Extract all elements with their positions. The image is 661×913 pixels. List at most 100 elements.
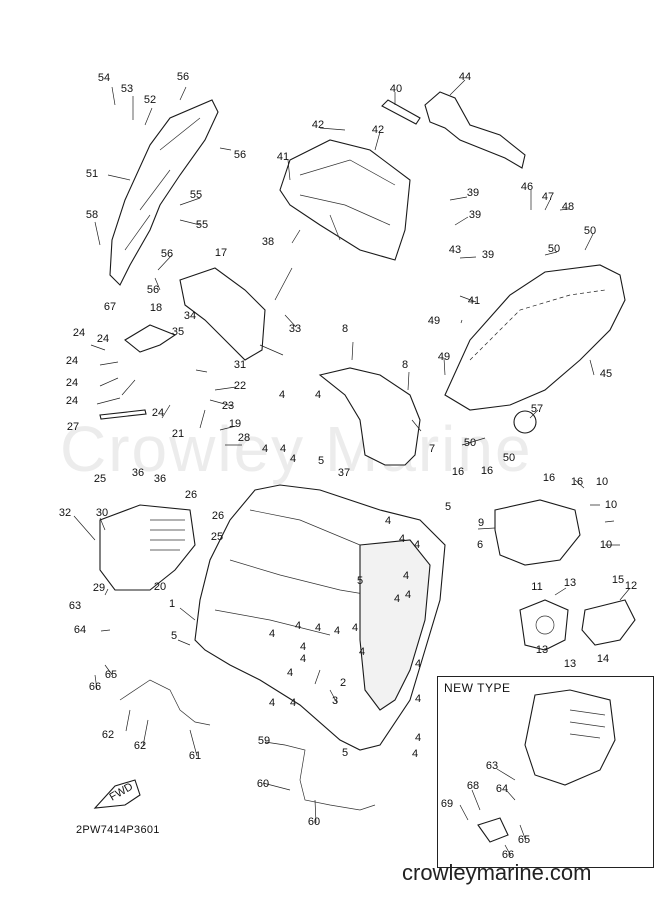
new-type-label: NEW TYPE: [444, 681, 511, 695]
part-callout-19: 19: [229, 418, 241, 430]
part-callout-1: 1: [169, 598, 175, 610]
part-3-inner-panel: [359, 539, 431, 711]
part-callout-51: 51: [86, 168, 98, 180]
part-callout-4: 4: [399, 533, 405, 545]
part-callout-4: 4: [405, 589, 411, 601]
part-callout-4: 4: [262, 443, 268, 455]
part-callout-4: 4: [352, 622, 358, 634]
part-callout-25: 25: [211, 531, 223, 543]
part-20-box: [99, 504, 196, 591]
part-callout-24: 24: [152, 407, 164, 419]
part-callout-64: 64: [74, 624, 86, 636]
part-callout-14: 14: [597, 653, 609, 665]
part-callout-52: 52: [144, 94, 156, 106]
part-callout-4: 4: [415, 732, 421, 744]
part-callout-42: 42: [312, 119, 324, 131]
part-callout-36: 36: [154, 473, 166, 485]
part-callout-4: 4: [290, 697, 296, 709]
part-callout-4: 4: [279, 389, 285, 401]
part-callout-17: 17: [215, 247, 227, 259]
part-callout-68: 68: [467, 780, 479, 792]
part-callout-46: 46: [521, 181, 533, 193]
part-callout-15: 15: [612, 574, 624, 586]
part-callout-12: 12: [625, 580, 637, 592]
part-callout-8: 8: [402, 359, 408, 371]
part-callout-4: 4: [415, 658, 421, 670]
part-callout-50: 50: [548, 243, 560, 255]
part-callout-55: 55: [196, 219, 208, 231]
part-callout-16: 16: [481, 465, 493, 477]
part-callout-27: 27: [67, 421, 79, 433]
part-callout-4: 4: [280, 443, 286, 455]
part-callout-5: 5: [445, 501, 451, 513]
part-callout-56: 56: [161, 248, 173, 260]
part-callout-41: 41: [277, 151, 289, 163]
part-callout-57: 57: [531, 403, 543, 415]
part-callout-66: 66: [89, 681, 101, 693]
part-callout-4: 4: [300, 653, 306, 665]
part-38-upper-panel: [279, 139, 411, 261]
part-callout-43: 43: [449, 244, 461, 256]
part-callout-45: 45: [600, 368, 612, 380]
part-17-duct: [179, 267, 266, 361]
part-callout-4: 4: [295, 620, 301, 632]
part-callout-50: 50: [464, 437, 476, 449]
part-59-rod: [284, 744, 376, 811]
part-callout-13: 13: [564, 658, 576, 670]
part-callout-41: 41: [468, 295, 480, 307]
newtype-part-68: [477, 817, 509, 843]
part-callout-4: 4: [269, 628, 275, 640]
part-callout-24: 24: [73, 327, 85, 339]
diagram-code: 2PW7414P3601: [76, 824, 160, 836]
part-callout-69: 69: [441, 798, 453, 810]
part-callout-10: 10: [596, 476, 608, 488]
part-callout-23: 23: [222, 400, 234, 412]
part-callout-50: 50: [503, 452, 515, 464]
part-callout-25: 25: [94, 473, 106, 485]
part-callout-16: 16: [452, 466, 464, 478]
part-callout-38: 38: [262, 236, 274, 248]
part-callout-35: 35: [172, 326, 184, 338]
part-callout-33: 33: [289, 323, 301, 335]
part-callout-16: 16: [543, 472, 555, 484]
part-callout-5: 5: [171, 630, 177, 642]
part-callout-4: 4: [290, 453, 296, 465]
part-callout-56: 56: [147, 284, 159, 296]
part-callout-65: 65: [518, 834, 530, 846]
part-callout-26: 26: [185, 489, 197, 501]
part-11-bracket: [519, 599, 569, 651]
part-callout-28: 28: [238, 432, 250, 444]
part-callout-21: 21: [172, 428, 184, 440]
fwd-arrow-icon: FWD: [93, 779, 141, 809]
part-callout-49: 49: [428, 315, 440, 327]
part-44-bracket: [424, 91, 526, 169]
part-callout-66: 66: [502, 849, 514, 861]
part-callout-4: 4: [385, 515, 391, 527]
part-45-side-cover: [444, 264, 626, 411]
part-callout-24: 24: [66, 377, 78, 389]
part-callout-5: 5: [357, 575, 363, 587]
part-callout-62: 62: [102, 729, 114, 741]
part-57-cap: [513, 410, 537, 434]
part-callout-37: 37: [338, 467, 350, 479]
part-12-cover: [581, 599, 636, 646]
site-label: crowleymarine.com: [402, 860, 592, 885]
part-callout-29: 29: [93, 582, 105, 594]
part-callout-44: 44: [459, 71, 471, 83]
part-callout-11: 11: [531, 581, 542, 593]
part-callout-60: 60: [257, 778, 269, 790]
part-callout-18: 18: [150, 302, 162, 314]
part-callout-5: 5: [342, 747, 348, 759]
part-callout-56: 56: [177, 71, 189, 83]
part-callout-50: 50: [584, 225, 596, 237]
part-callout-4: 4: [300, 641, 306, 653]
part-callout-36: 36: [132, 467, 144, 479]
part-callout-47: 47: [542, 191, 554, 203]
part-callout-42: 42: [372, 124, 384, 136]
part-callout-53: 53: [121, 83, 133, 95]
part-61-harness: [119, 679, 211, 726]
part-callout-61: 61: [189, 750, 201, 762]
part-callout-8: 8: [342, 323, 348, 335]
watermark-text: Crowley Marine: [60, 413, 533, 485]
